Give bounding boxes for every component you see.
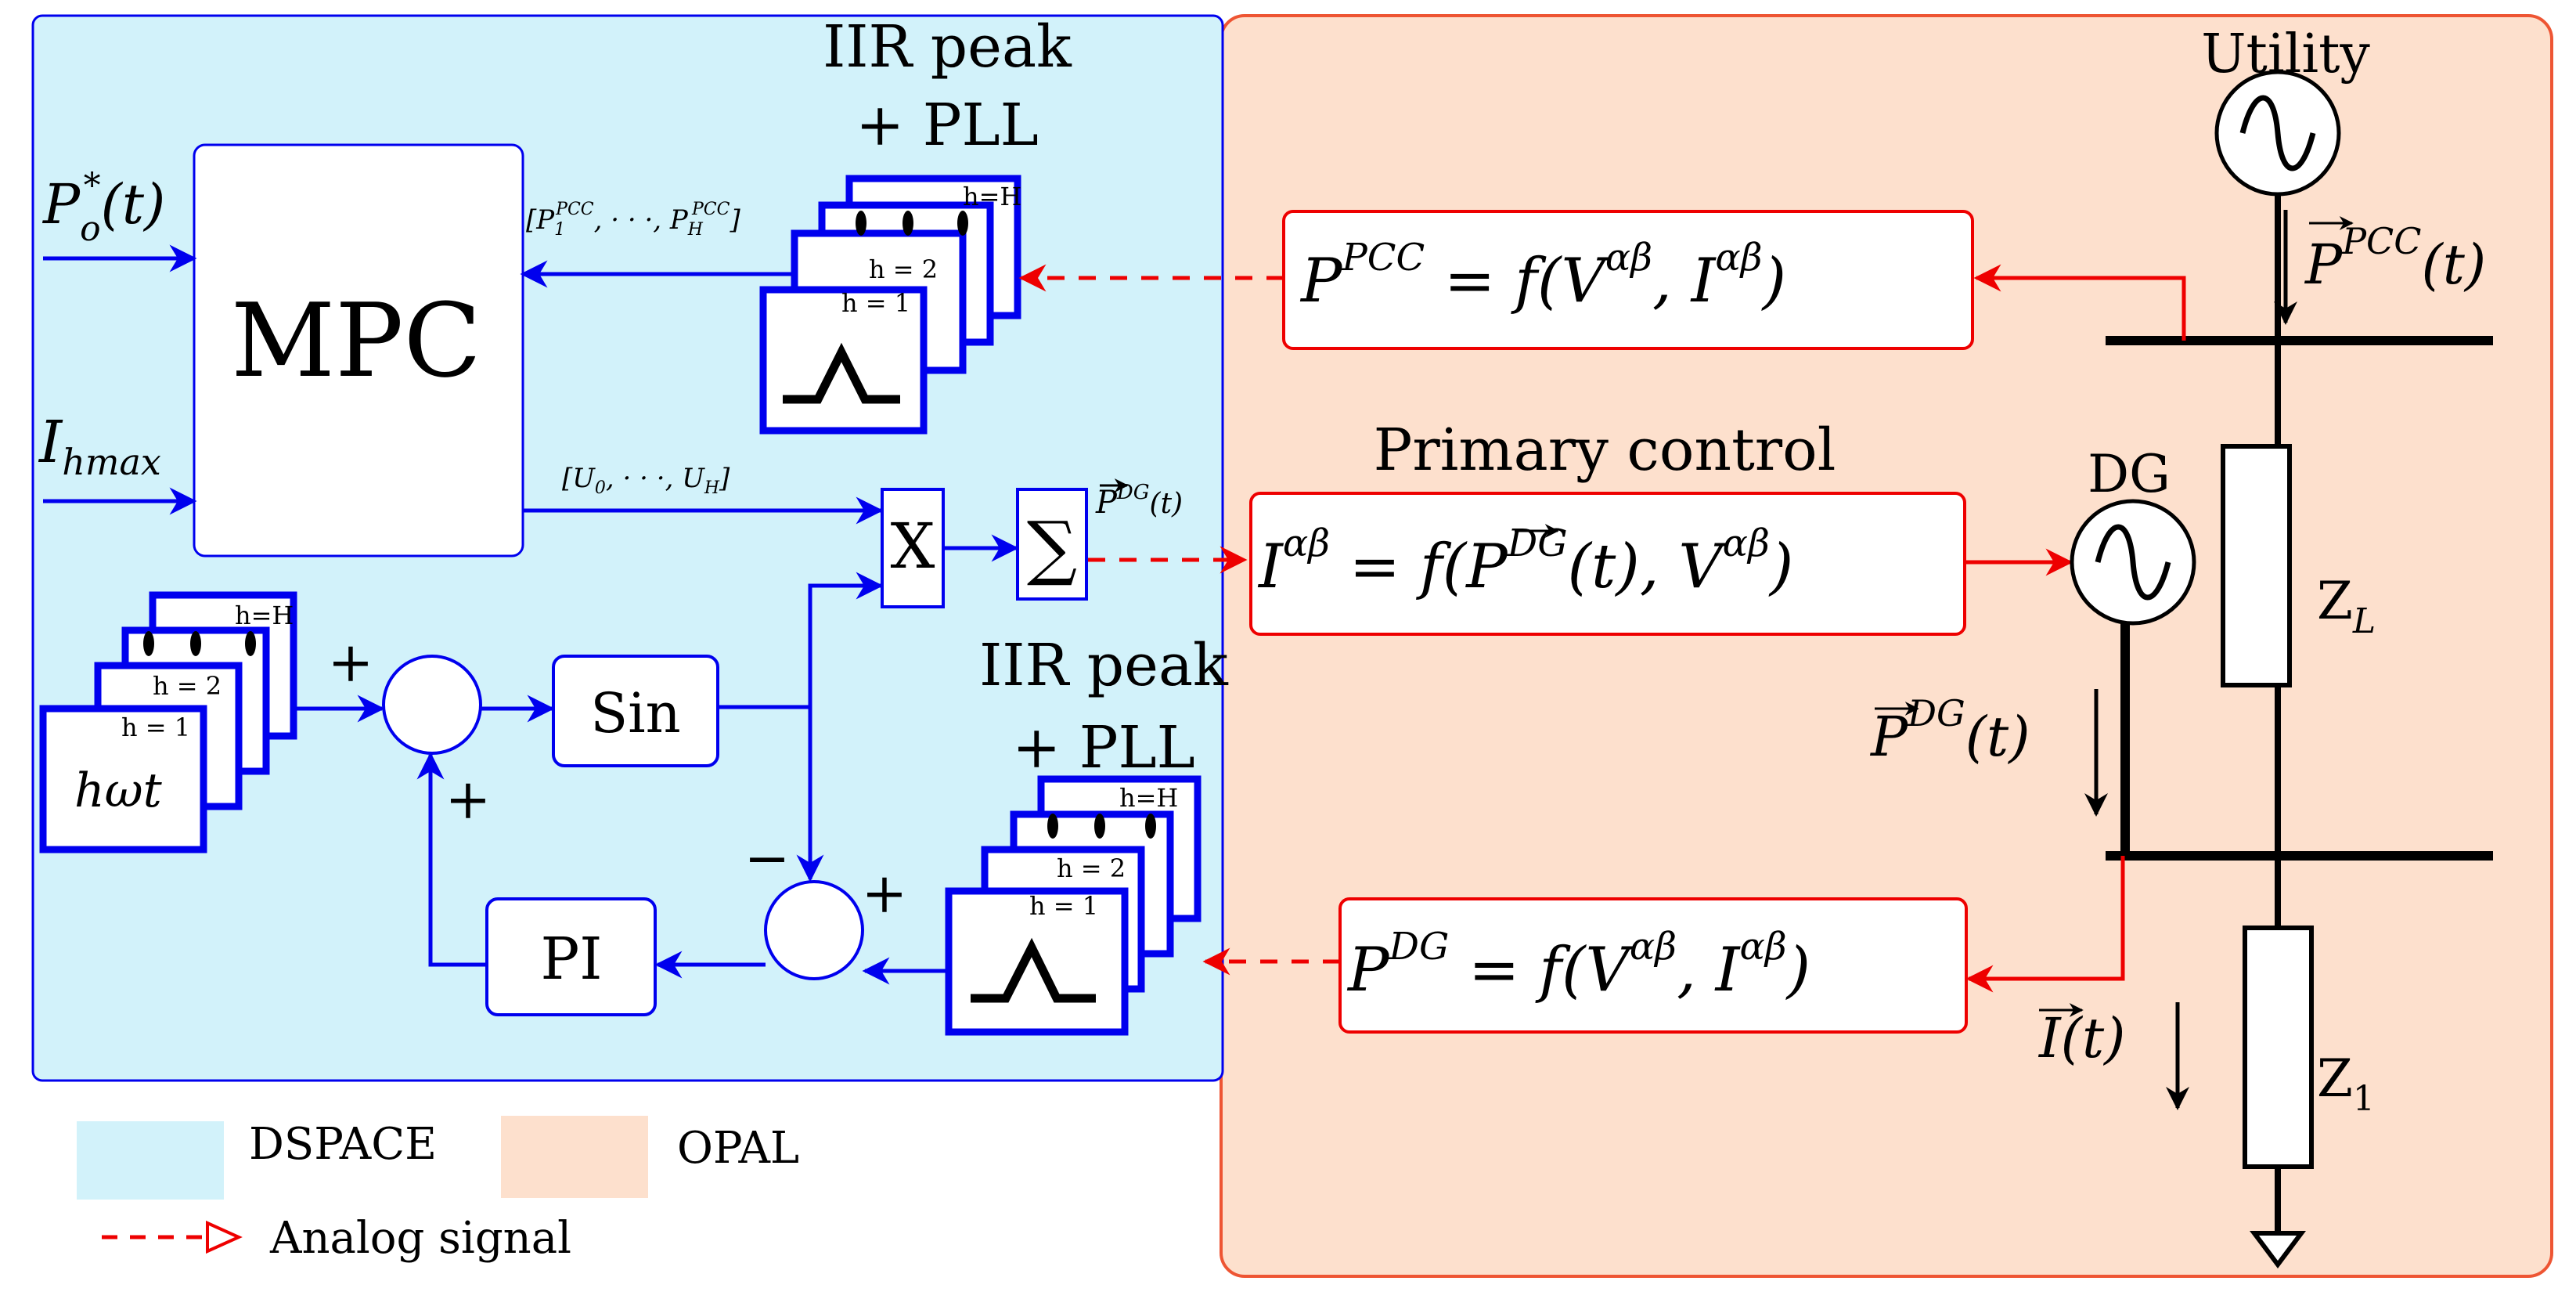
sum-block: [1016, 488, 1088, 601]
legend-opal-label: OPAL: [677, 1123, 799, 1174]
it-label: I(t): [2037, 1006, 2125, 1070]
pdg-equation: PDG = f(Vαβ, Iαβ): [1346, 925, 1810, 1005]
utility-sine-icon: [2239, 95, 2316, 171]
iir-top-hH: h=H: [963, 182, 1021, 211]
primary-control-label: Primary control: [1374, 417, 1836, 484]
legend-opal-swatch: [501, 1116, 648, 1198]
iir-bot-line1: IIR peak: [979, 632, 1229, 699]
sum2-plus: +: [862, 861, 908, 926]
sum1-plus-top: +: [328, 630, 374, 695]
pdg-small-label: PDG(t): [1095, 481, 1183, 521]
pi-block: [485, 897, 657, 1016]
iir-top-h1: h = 1: [841, 288, 910, 318]
pi-label: PI: [540, 926, 602, 993]
junction-to-x: [808, 572, 884, 707]
legend-analog-label: Analog signal: [269, 1213, 571, 1264]
hwt-dots: [143, 631, 256, 656]
u-vector-label: [U0, · · ·, UH]: [562, 463, 730, 498]
iir-pll-top-label: IIR peak + PLL: [823, 13, 1072, 159]
pcc-equation: PPCC = f(Vαβ, Iαβ): [1299, 236, 1786, 316]
sin-label: Sin: [590, 681, 680, 745]
zl-label: ZL: [2317, 571, 2376, 641]
legend-dspace-label: DSPACE: [249, 1119, 437, 1170]
sum1-plus-bottom: +: [445, 767, 492, 832]
pdg-grid-label: PDG(t): [1869, 692, 2030, 769]
summer-1: [382, 655, 482, 755]
dg-sine-icon: [2095, 524, 2171, 601]
iir-top-line1: IIR peak: [823, 13, 1072, 81]
summer-2: [764, 880, 864, 980]
imax-input-label: Ihmax: [38, 409, 161, 483]
iir-bot-h1: h = 1: [1029, 891, 1098, 921]
mpc-block: [193, 143, 524, 557]
hwt-h1: h = 1: [121, 713, 190, 742]
multiply-label: X: [891, 510, 935, 583]
dg-label: DG: [2088, 444, 2171, 504]
ground-symbol: [2250, 1231, 2306, 1268]
dg-measure-line: [1965, 856, 2125, 993]
legend-dspace-swatch: [77, 1121, 224, 1200]
pcc-measure-line: [1973, 264, 2186, 341]
sum-label: ∑: [1027, 507, 1077, 589]
sum2-minus: −: [744, 826, 791, 890]
impedance-z1: [2243, 926, 2314, 1169]
iir-top-line2: + PLL: [856, 92, 1039, 159]
pi-to-sum1: [416, 752, 487, 967]
iab-equation: Iαβ = f(PDG(t), Vαβ): [1257, 521, 1793, 602]
mpc-label: MPC: [231, 281, 481, 400]
iir-top-h2: h = 2: [869, 254, 938, 284]
iir-bot-hH: h=H: [1119, 783, 1178, 813]
impedance-zl: [2221, 444, 2292, 687]
p-vector-label: [P1PCC, · · ·, PHPCC]: [526, 200, 740, 240]
peak-icon-top: [783, 342, 900, 404]
iir-bot-dots: [1047, 814, 1156, 839]
sin-block: [552, 655, 719, 767]
hwt-label: hωt: [74, 763, 163, 818]
peak-icon-bottom: [971, 937, 1096, 1003]
hwt-hH: h=H: [235, 601, 294, 630]
z1-label: Z1: [2317, 1048, 2375, 1119]
hwt-h2: h = 2: [153, 671, 222, 701]
iir-bot-h2: h = 2: [1057, 853, 1126, 883]
iir-bot-line2: + PLL: [1012, 714, 1195, 781]
ppcc-label: PPCC(t): [2304, 220, 2486, 297]
pcc-equation-box: [1282, 210, 1974, 350]
iir-top-dots: [856, 211, 968, 236]
legend-analog-arrow-icon: [206, 1220, 243, 1254]
p-ref-input-label: Po*(t): [41, 166, 165, 249]
